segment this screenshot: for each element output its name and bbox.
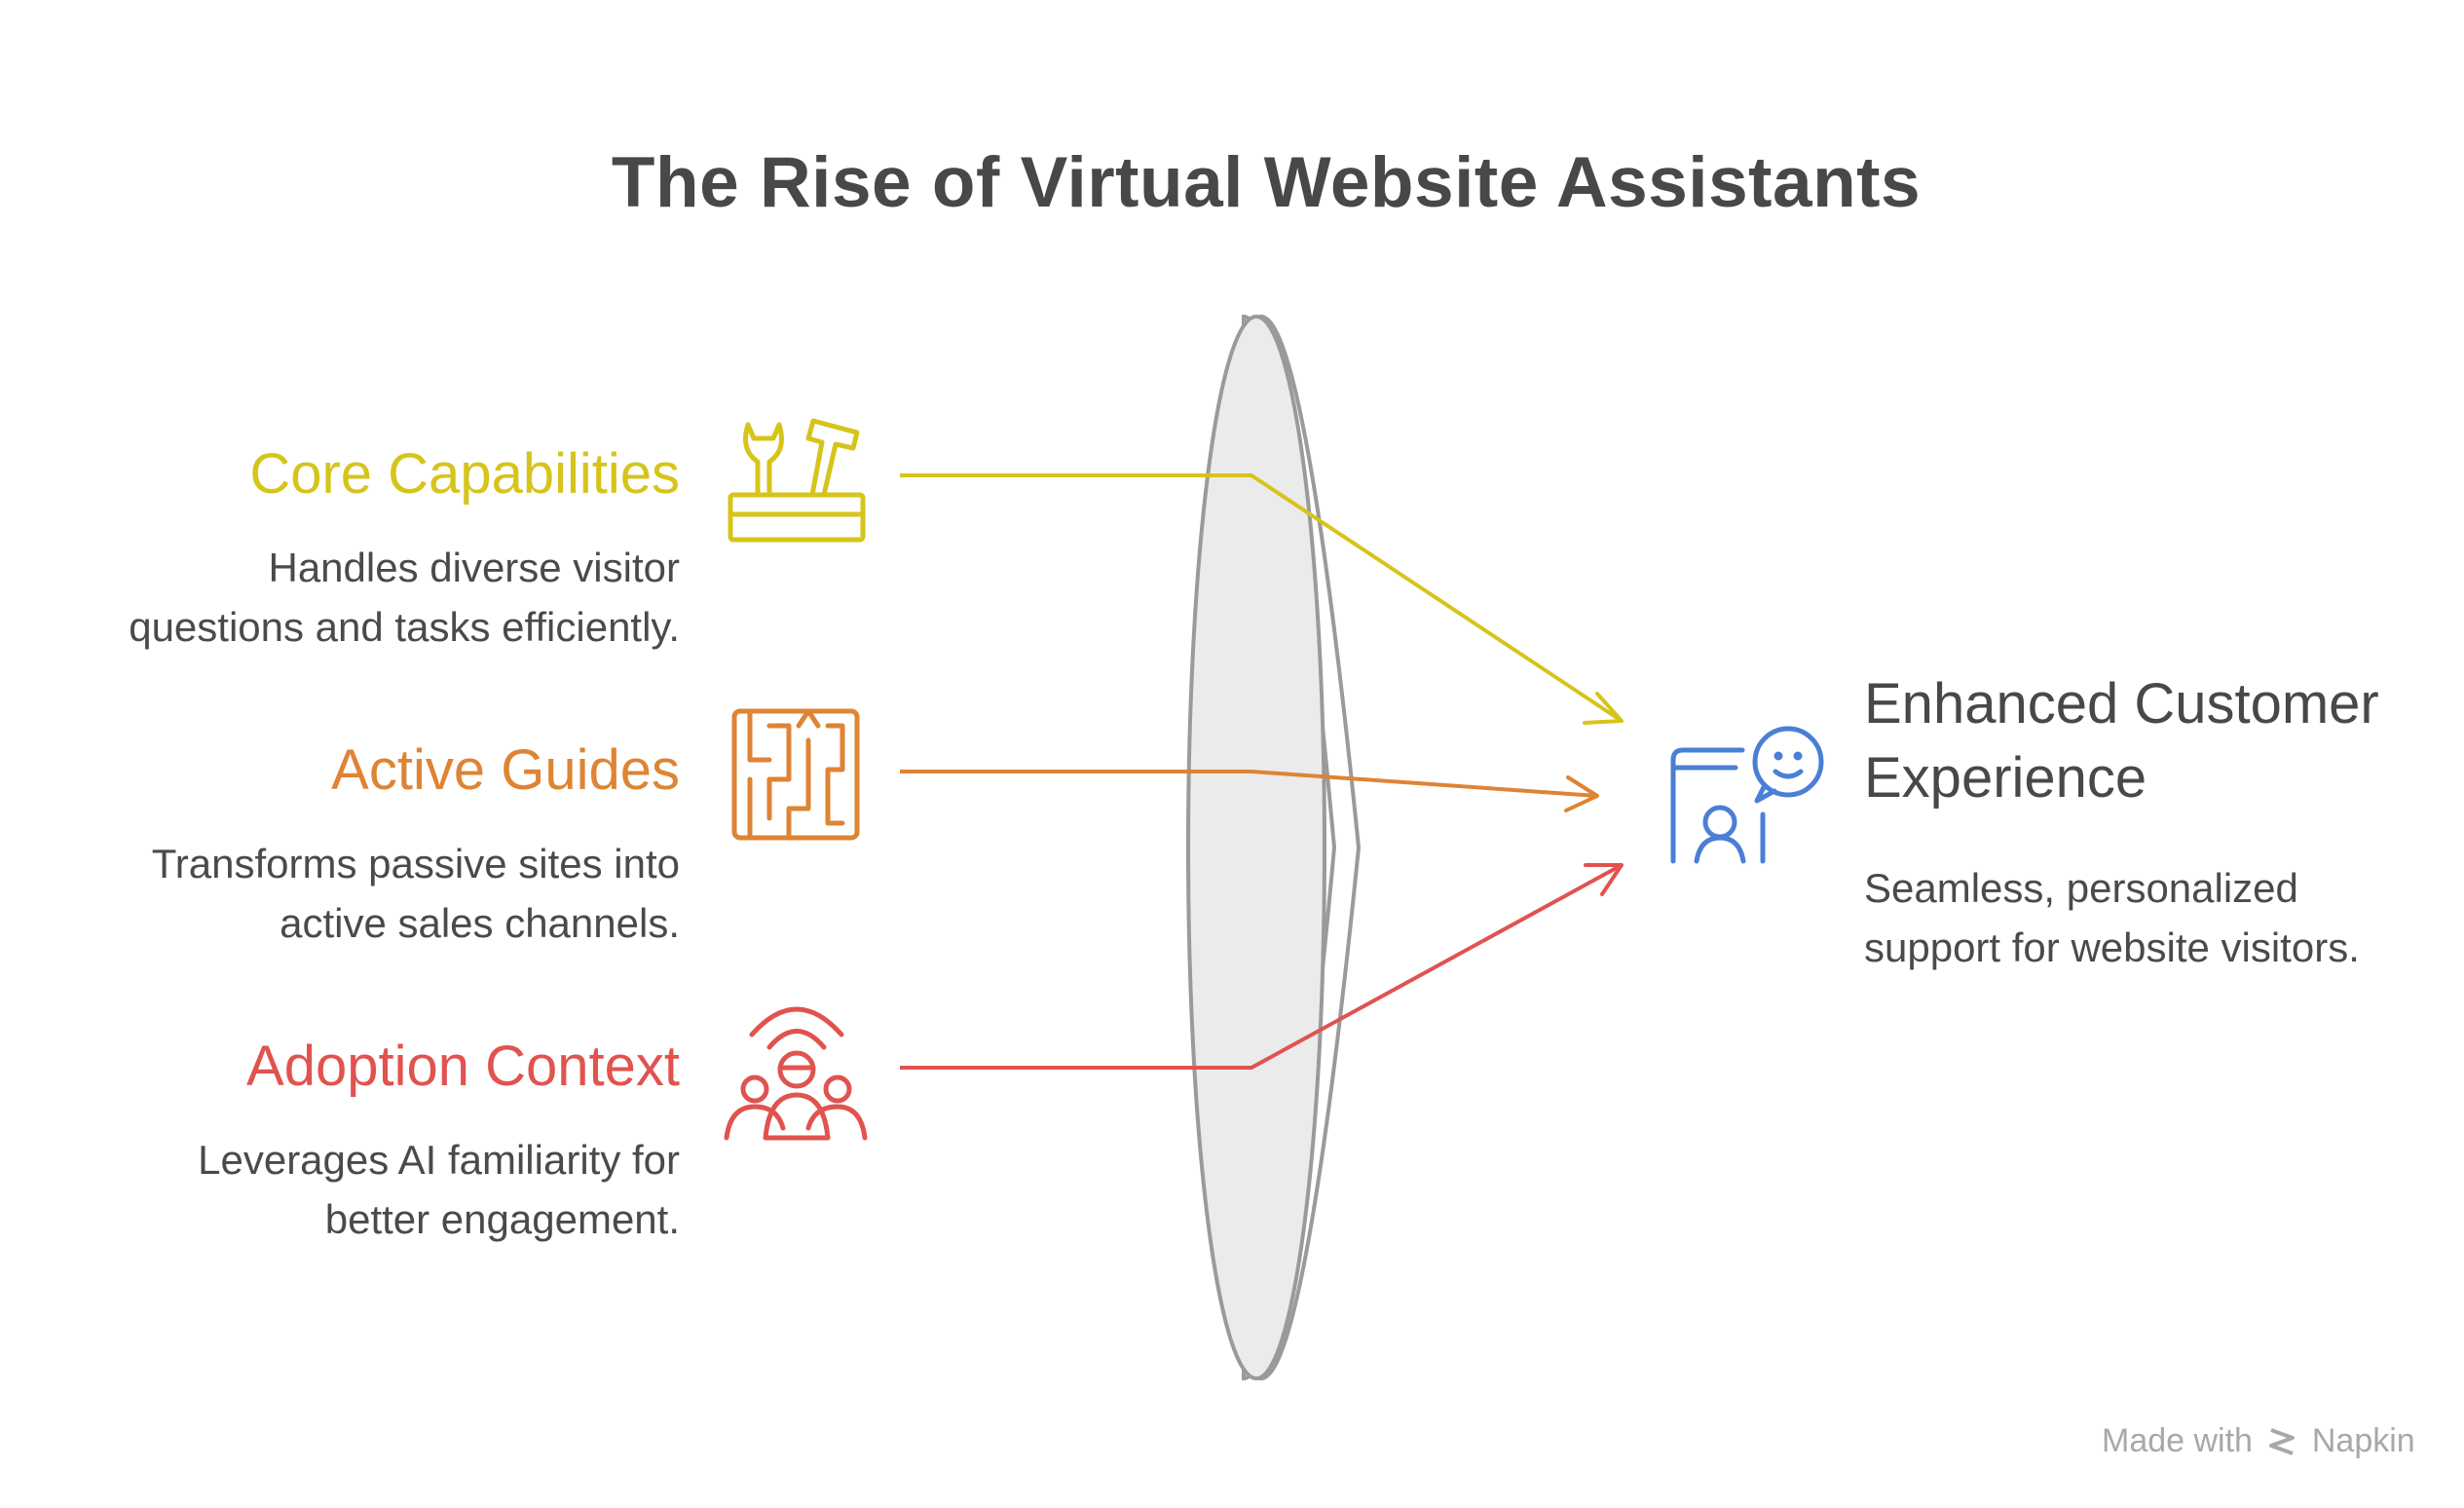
output-description: Seamless, personalized support for websi… xyxy=(1864,858,2448,977)
lens xyxy=(1186,314,1362,1381)
item-heading: Adoption Context xyxy=(246,1035,680,1098)
item-description: Handles diverse visitor questions and ta… xyxy=(0,538,680,657)
item-heading: Active Guides xyxy=(331,738,680,802)
description-line: active sales channels. xyxy=(280,900,680,946)
heading-line: Experience xyxy=(1864,746,2147,810)
item-core-capabilities: Core Capabilities Handles diverse visito… xyxy=(0,440,680,657)
description-line: Handles diverse visitor xyxy=(268,545,680,590)
heading-line: Enhanced Customer xyxy=(1864,672,2379,735)
audience-icon xyxy=(724,1006,868,1141)
toolbox-icon xyxy=(728,418,866,543)
description-line: questions and tasks efficiently. xyxy=(129,604,680,650)
description-line: Leverages AI familiarity for xyxy=(198,1137,680,1183)
description-line: support for website visitors. xyxy=(1864,924,2360,970)
output-enhanced-experience: Enhanced Customer Experience Seamless, p… xyxy=(1864,667,2448,977)
connector-core xyxy=(900,473,1624,725)
diagram-title: The Rise of Virtual Website Assistants xyxy=(611,143,1922,222)
watermark-brand: Napkin xyxy=(2311,1422,2415,1459)
connector-adoption xyxy=(900,863,1624,1070)
description-line: Seamless, personalized xyxy=(1864,865,2298,911)
napkin-logo-icon xyxy=(2269,1428,2296,1455)
output-heading: Enhanced Customer Experience xyxy=(1864,667,2448,815)
made-with-napkin-watermark: Made with Napkin xyxy=(2102,1422,2415,1460)
item-adoption-context: Adoption Context Leverages AI familiarit… xyxy=(0,1033,680,1249)
watermark-prefix: Made with xyxy=(2102,1422,2253,1459)
description-line: Transforms passive sites into xyxy=(151,841,680,886)
chat-support-icon xyxy=(1670,726,1824,864)
item-description: Leverages AI familiarity for better enga… xyxy=(0,1130,680,1249)
description-line: better engagement. xyxy=(324,1196,680,1242)
item-active-guides: Active Guides Transforms passive sites i… xyxy=(0,736,680,953)
connector-guides xyxy=(900,770,1599,812)
item-description: Transforms passive sites into active sal… xyxy=(0,834,680,953)
item-heading: Core Capabilities xyxy=(249,442,680,506)
maze-icon xyxy=(731,708,860,841)
